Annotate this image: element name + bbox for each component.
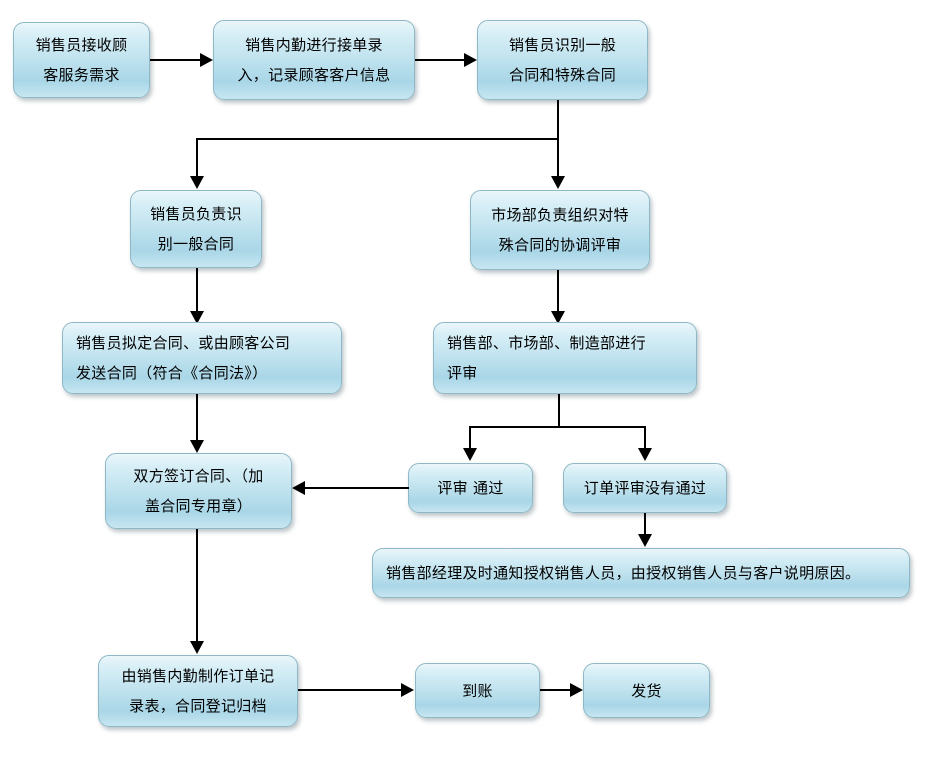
edge-n6-n8-line <box>196 394 198 442</box>
edge-n1-n2-line <box>150 59 202 61</box>
flow-node-n6[interactable]: 销售员拟定合同、或由顾客公司 发送合同（符合《合同法》） <box>62 322 342 394</box>
edge-n8-n12-line <box>196 529 198 644</box>
flow-node-label: 销售员识别一般 合同和特殊合同 <box>508 36 617 84</box>
flow-node-label: 双方签订合同、（加 盖合同专用章） <box>133 467 264 515</box>
flow-node-n3[interactable]: 销售员识别一般 合同和特殊合同 <box>477 20 648 100</box>
edge-n13-n14-line <box>540 689 573 691</box>
flow-node-label: 销售员拟定合同、或由顾客公司 发送合同（符合《合同法》） <box>76 334 291 382</box>
edge-n10-n11-arrowhead <box>638 534 652 547</box>
flow-node-label: 销售员负责识 别一般合同 <box>150 205 242 253</box>
edge-n7-split-stem <box>558 394 560 427</box>
flow-node-n8[interactable]: 双方签订合同、（加 盖合同专用章） <box>105 453 292 529</box>
edge-n13-n14-arrowhead <box>570 683 583 697</box>
flow-node-n5[interactable]: 市场部负责组织对特 殊合同的协调评审 <box>470 190 650 270</box>
edge-n12-n13-line <box>298 689 404 691</box>
edge-n2-n3-arrowhead <box>464 53 477 67</box>
edge-n7-n9-line <box>469 426 471 450</box>
edge-n7-split-bar <box>469 426 646 428</box>
flow-node-n12[interactable]: 由销售内勤制作订单记 录表，合同登记归档 <box>98 655 298 727</box>
flow-node-label: 由销售内勤制作订单记 录表，合同登记归档 <box>121 667 275 715</box>
flow-node-label: 销售部、市场部、制造部进行 评审 <box>447 334 646 382</box>
flow-node-n1[interactable]: 销售员接收顾 客服务需求 <box>13 22 150 98</box>
edge-n12-n13-arrowhead <box>401 683 414 697</box>
edge-n4-n6-arrowhead <box>190 311 204 324</box>
edge-n3-split-bar <box>196 138 559 140</box>
flow-node-n10[interactable]: 订单评审没有通过 <box>563 463 727 513</box>
edge-n9-n8-arrowhead <box>292 481 305 495</box>
edge-n7-n10-arrowhead <box>638 448 652 461</box>
flow-node-n4[interactable]: 销售员负责识 别一般合同 <box>130 190 262 268</box>
flow-node-n2[interactable]: 销售内勤进行接单录 入，记录顾客客户信息 <box>213 20 415 100</box>
flow-node-label: 评审 通过 <box>437 479 504 497</box>
edge-n10-n11-line <box>644 513 646 539</box>
edge-n3-n5-line <box>557 138 559 180</box>
flow-node-label: 销售内勤进行接单录 入，记录顾客客户信息 <box>237 36 391 84</box>
flow-node-n13[interactable]: 到账 <box>415 663 540 718</box>
edge-n3-split-stem <box>557 100 559 140</box>
flow-node-n9[interactable]: 评审 通过 <box>408 463 533 513</box>
flow-node-label: 销售员接收顾 客服务需求 <box>35 36 128 84</box>
edge-n3-n4-line <box>196 138 198 180</box>
edge-n2-n3-line <box>415 59 467 61</box>
flow-node-label: 到账 <box>462 681 493 700</box>
edge-n3-n5-arrowhead <box>551 176 565 189</box>
edge-n5-n7-arrowhead <box>551 311 565 324</box>
edge-n6-n8-arrowhead <box>190 440 204 453</box>
edge-n9-n8-line <box>303 487 409 489</box>
edge-n7-n9-arrowhead <box>463 448 477 461</box>
edge-n1-n2-arrowhead <box>200 53 213 67</box>
edge-n3-n4-arrowhead <box>190 176 204 189</box>
flow-node-label: 订单评审没有通过 <box>583 479 707 497</box>
flow-node-n14[interactable]: 发货 <box>583 663 710 718</box>
edge-n5-n7-line <box>557 270 559 316</box>
flow-node-n11[interactable]: 销售部经理及时通知授权销售人员，由授权销售人员与客户说明原因。 <box>372 548 910 598</box>
flow-node-label: 市场部负责组织对特 殊合同的协调评审 <box>491 206 629 254</box>
edge-n4-n6-line <box>196 268 198 316</box>
flow-node-n7[interactable]: 销售部、市场部、制造部进行 评审 <box>433 322 697 394</box>
edge-n7-n10-line <box>644 426 646 450</box>
flow-node-label: 销售部经理及时通知授权销售人员，由授权销售人员与客户说明原因。 <box>386 564 861 582</box>
flow-node-label: 发货 <box>631 681 662 700</box>
edge-n8-n12-arrowhead <box>190 641 204 654</box>
